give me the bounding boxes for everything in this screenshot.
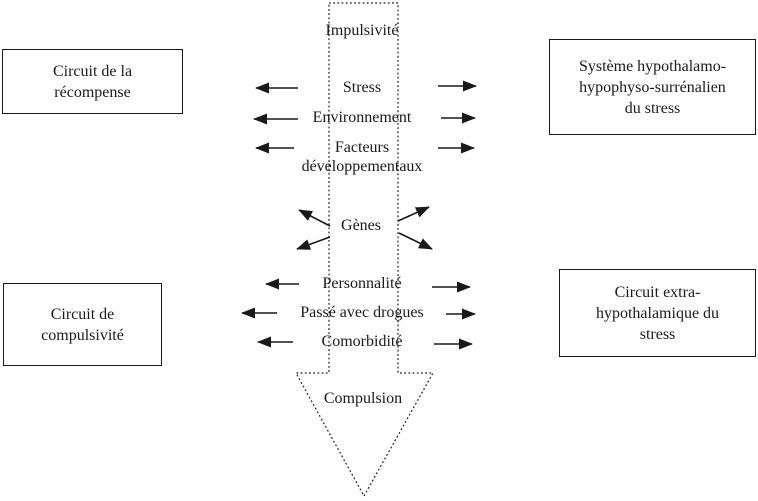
box-line: stress	[639, 325, 676, 343]
label-stress: Stress	[342, 79, 382, 96]
box-circuit-recompense: Circuit de la récompense	[2, 49, 183, 114]
box-text: Circuit extra- hypothalamique du stress	[596, 282, 719, 345]
label-genes: Gènes	[341, 217, 381, 234]
arrow-genes-lower-right	[398, 232, 433, 250]
label-comorbidite: Comorbidité	[321, 333, 403, 350]
label-passe-avec-drogues: Passé avec drogues	[300, 304, 424, 321]
arrow-genes-upper-right	[397, 206, 430, 222]
label-facteurs-developpementaux: Facteurs développementaux	[272, 138, 452, 176]
box-circuit-compulsivite: Circuit de compulsivité	[3, 283, 162, 366]
label-line: Facteurs	[334, 139, 390, 156]
arrow-genes-upper-left	[298, 209, 331, 227]
box-line: du stress	[624, 99, 681, 117]
label-impulsivite: Impulsivité	[325, 22, 399, 39]
box-circuit-extra-hypothalamique: Circuit extra- hypothalamique du stress	[559, 269, 756, 357]
box-line: compulsivité	[41, 326, 124, 344]
label-compulsion: Compulsion	[323, 390, 403, 407]
arrow-genes-lower-left	[296, 236, 331, 250]
box-line: hypothalamique du	[595, 304, 720, 322]
label-environnement: Environnement	[312, 109, 412, 126]
label-line: développementaux	[301, 158, 423, 175]
box-line: Circuit de la	[52, 62, 133, 80]
box-line: récompense	[54, 83, 131, 101]
label-personnalite: Personnalité	[322, 275, 402, 292]
box-text: Système hypothalamo- hypophyso-surrénali…	[579, 56, 726, 119]
box-line: Circuit extra-	[614, 283, 701, 301]
box-text: Circuit de compulsivité	[41, 304, 124, 346]
box-line: hypophyso-surrénalien	[579, 78, 726, 96]
box-line: Circuit de	[50, 305, 115, 323]
central-down-arrow-outline	[294, 2, 435, 498]
box-text: Circuit de la récompense	[53, 61, 132, 103]
box-systeme-hypothalamo: Système hypothalamo- hypophyso-surrénali…	[549, 39, 756, 135]
box-line: Système hypothalamo-	[578, 57, 727, 75]
